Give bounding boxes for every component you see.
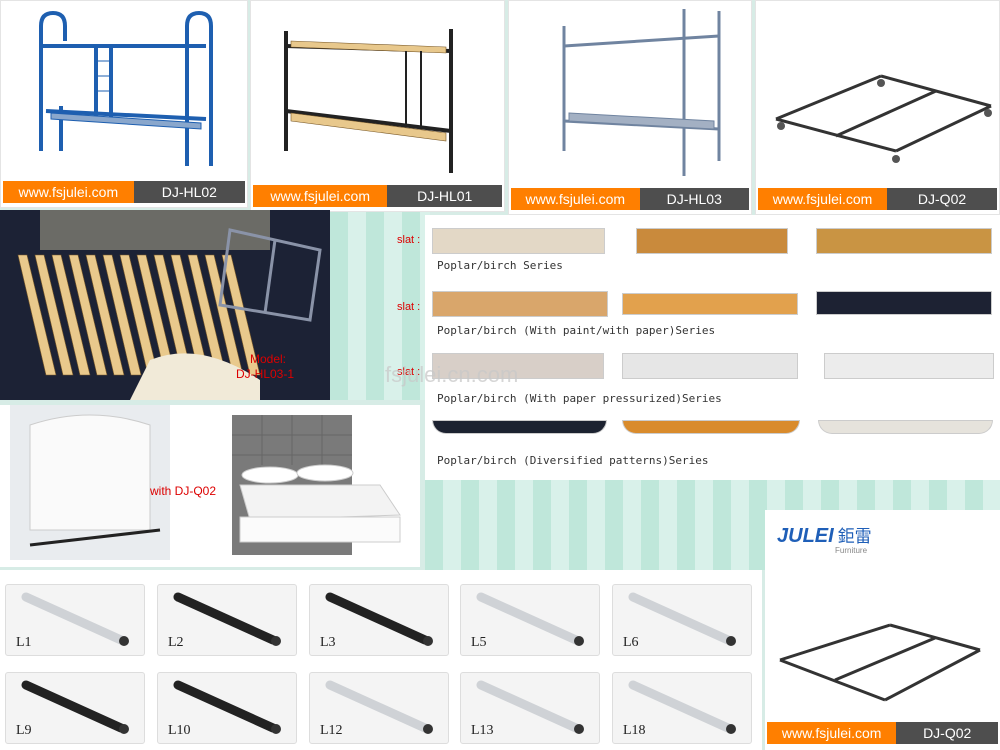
stripe-background [330,210,430,400]
product-model: DJ-HL01 [387,185,502,207]
slat-swatch[interactable] [432,353,604,379]
headboard-caption: with DJ-Q02 [150,484,217,498]
slat-label: slat : [397,234,421,246]
slat-swatch[interactable] [622,420,800,434]
slat-swatch[interactable] [622,293,798,315]
bunk-bed-image [39,10,213,166]
wooden-slat [102,254,142,376]
leg-label: L13 [471,723,494,738]
leg-label: L3 [320,635,336,650]
wooden-slat [85,254,125,376]
bed-frame-image [779,623,981,702]
bunk-bed-image [562,9,721,176]
slat-swatch[interactable] [622,353,798,379]
slat-swatch[interactable] [432,420,607,434]
series-label: Poplar/birch (With paint/with paper)Seri… [437,324,716,337]
leg-label: L2 [168,635,184,650]
furniture-leg-icon [325,592,433,646]
furniture-leg-icon [173,592,281,646]
leg-card-l18[interactable]: L18 [612,672,752,744]
series-label: Poplar/birch Series [437,259,563,272]
leg-label: L5 [471,635,487,650]
product-url[interactable]: www.fsjulei.com [253,185,388,207]
slat-swatch[interactable] [818,420,993,434]
bed-frame-image [775,74,992,163]
furniture-leg-icon [628,680,736,734]
series-label: Poplar/birch (Diversified patterns)Serie… [437,454,709,467]
bunk-bed-image [284,29,453,173]
slat-label: slat : [397,301,421,313]
leg-card-l13[interactable]: L13 [460,672,600,744]
furniture-leg-icon [21,592,129,646]
series-label: Poplar/birch (With paper pressurized)Ser… [437,392,722,405]
furniture-leg-icon [476,680,584,734]
wooden-slat [68,254,108,376]
brand-logo: JULEI 鉅雷 [777,522,872,548]
leg-label: L6 [623,635,639,650]
leg-card-l10[interactable]: L10 [157,672,297,744]
slat-swatch[interactable] [824,353,994,379]
brand-logo-cn: 鉅雷 [837,527,872,546]
watermark: fsjulei.cn.com [385,362,519,387]
furniture-leg-icon [173,680,281,734]
leg-card-l5[interactable]: L5 [460,584,600,656]
model-name: DJ-HL03-1 [236,367,295,381]
furniture-leg-icon [628,592,736,646]
leg-label: L1 [16,635,32,650]
leg-label: L18 [623,723,646,738]
brand-sub: Furniture [835,546,868,555]
slat-swatch[interactable] [816,228,992,254]
product-url[interactable]: www.fsjulei.com [3,181,134,203]
furniture-leg-icon [21,680,129,734]
product-model: DJ-HL02 [133,181,245,203]
leg-card-l9[interactable]: L9 [5,672,145,744]
leg-label: L12 [320,723,343,738]
headboard-section: with DJ-Q02 [0,405,420,567]
wooden-slat [34,254,74,376]
product-url[interactable]: www.fsjulei.com [767,722,897,744]
leg-card-l12[interactable]: L12 [309,672,449,744]
slat-series-panel [425,215,1000,480]
slat-swatch[interactable] [636,228,788,254]
product-model: DJ-HL03 [639,188,749,210]
leg-card-l1[interactable]: L1 [5,584,145,656]
furniture-leg-icon [325,680,433,734]
slat-label: slat : [397,366,421,378]
leg-card-l2[interactable]: L2 [157,584,297,656]
product-model: DJ-Q02 [896,722,998,744]
furniture-leg-icon [476,592,584,646]
slat-swatch[interactable] [816,291,992,315]
product-model: DJ-Q02 [887,188,997,210]
leg-card-l3[interactable]: L3 [309,584,449,656]
slat-swatch[interactable] [432,228,605,254]
wooden-slat [51,254,91,376]
leg-label: L9 [16,723,32,738]
product-url[interactable]: www.fsjulei.com [511,188,640,210]
model-label: Model: [250,352,287,366]
product-url[interactable]: www.fsjulei.com [758,188,888,210]
slat-swatch[interactable] [432,291,608,317]
wooden-slat [17,254,57,376]
leg-label: L10 [168,723,191,738]
leg-card-l6[interactable]: L6 [612,584,752,656]
brand-logo-text: JULEI [777,525,834,547]
slat-bed-photo: Model: DJ-HL03-1 [0,210,330,400]
